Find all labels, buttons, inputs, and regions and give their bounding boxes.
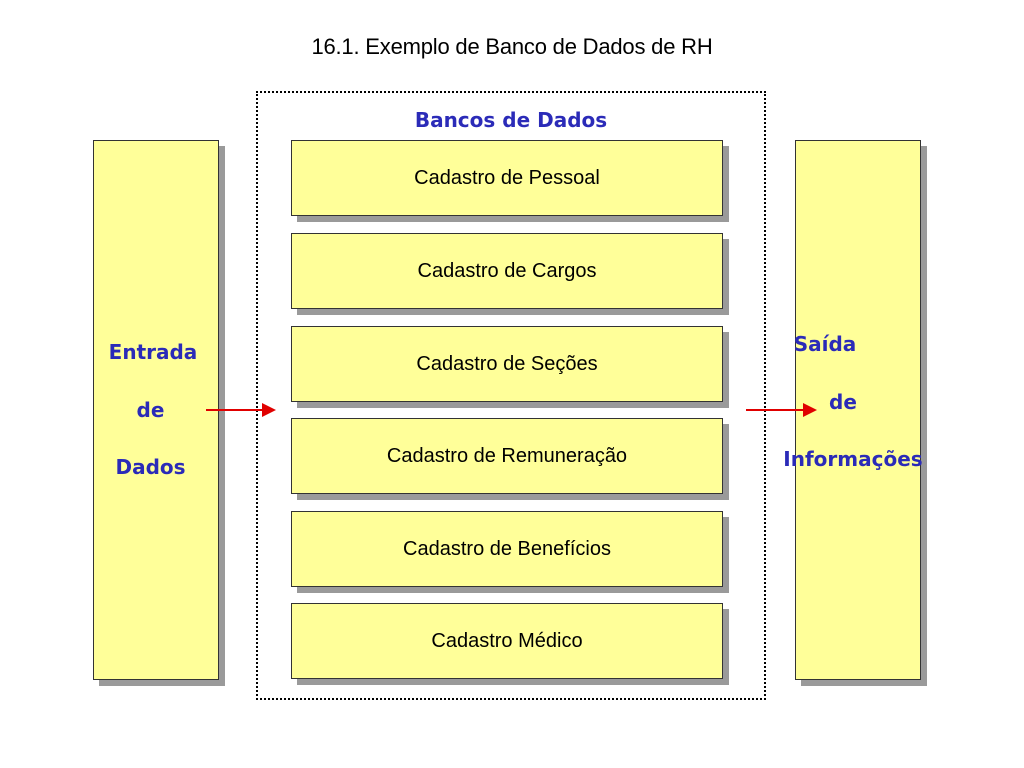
db-label-medico: Cadastro Médico — [431, 629, 583, 652]
db-label-remuneracao: Cadastro de Remuneração — [386, 444, 628, 467]
diagram-title: 16.1. Exemplo de Banco de Dados de RH — [311, 34, 713, 59]
input-line-2: de — [136, 398, 165, 422]
db-box-secoes: Cadastro de Seções — [291, 326, 723, 402]
db-box-remuneracao: Cadastro de Remuneração — [291, 418, 723, 494]
input-box — [93, 140, 219, 680]
db-box-cargos: Cadastro de Cargos — [291, 233, 723, 309]
databases-frame — [256, 91, 766, 700]
input-line-1: Entrada — [108, 340, 198, 364]
db-label-pessoal: Cadastro de Pessoal — [414, 166, 600, 189]
output-line-2: de — [829, 390, 857, 414]
db-box-medico: Cadastro Médico — [291, 603, 723, 679]
output-line-3: Informações — [783, 447, 923, 471]
db-label-secoes: Cadastro de Seções — [416, 352, 598, 375]
input-arrow — [206, 403, 276, 417]
output-arrow — [746, 403, 817, 417]
input-line-3: Dados — [115, 455, 186, 479]
db-box-beneficios: Cadastro de Benefícios — [291, 511, 723, 587]
databases-label: Bancos de Dados — [414, 108, 608, 132]
db-box-pessoal: Cadastro de Pessoal — [291, 140, 723, 216]
db-label-beneficios: Cadastro de Benefícios — [403, 537, 611, 560]
output-line-1: Saída — [793, 332, 857, 356]
db-label-cargos: Cadastro de Cargos — [417, 259, 597, 282]
